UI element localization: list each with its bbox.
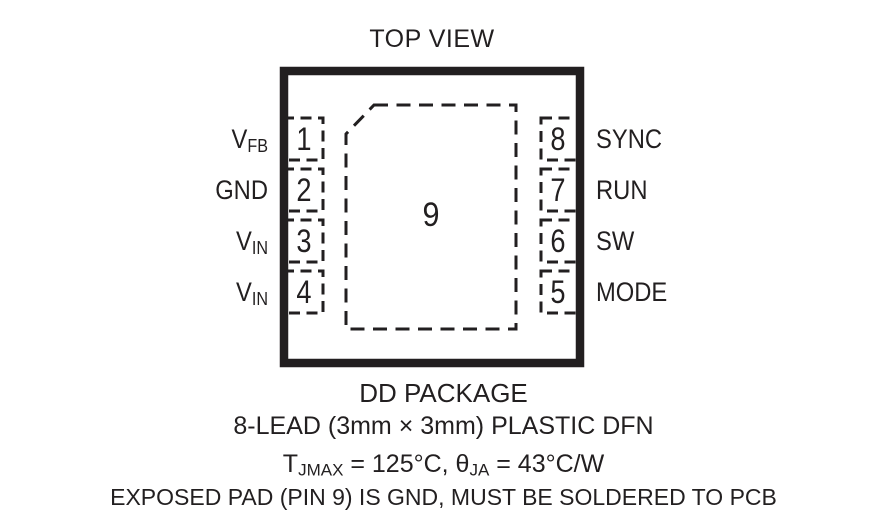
pin-2-number: 2 (296, 171, 312, 208)
package-body-outline (279, 66, 585, 368)
pin-label-vin-3-base: V (235, 226, 252, 256)
pin-label-mode: MODE (596, 271, 790, 313)
pin-label-gnd: GND (92, 169, 268, 211)
pin-label-sync: SYNC (596, 118, 790, 160)
top-view-label: TOP VIEW (369, 25, 495, 53)
tjmax-symbol: T (282, 450, 299, 478)
pin-5-number: 5 (550, 273, 566, 310)
pin-3-number: 3 (296, 222, 312, 259)
pin-1-number: 1 (296, 120, 312, 157)
pin-label-run: RUN (596, 169, 790, 211)
pin-label-vfb: VFB (92, 118, 268, 160)
pin-label-run-base: RUN (596, 175, 648, 205)
pin-label-sw-base: SW (596, 226, 635, 256)
theta-ja-subscript: JA (469, 460, 490, 480)
pin-label-vin-4-base: V (235, 277, 252, 307)
pin-label-vin-3: VIN (92, 220, 268, 262)
package-name: DD PACKAGE (359, 378, 528, 408)
pin-label-gnd-base: GND (215, 175, 268, 205)
pin-label-vin-3-sub: IN (251, 237, 268, 259)
pin-label-vfb-sub: FB (247, 135, 268, 157)
exposed-pad-note: EXPOSED PAD (PIN 9) IS GND, MUST BE SOLD… (110, 484, 777, 510)
package-description: 8-LEAD (3mm × 3mm) PLASTIC DFN (233, 412, 654, 440)
pin-4-number: 4 (296, 273, 312, 310)
exposed-pad-number: 9 (422, 195, 440, 234)
pin-label-mode-base: MODE (596, 277, 668, 307)
pin-label-vin-4: VIN (92, 271, 268, 313)
pin-label-vfb-base: V (231, 124, 248, 154)
thermal-end-text: = 43°C/W (489, 450, 605, 478)
pin-6-number: 6 (550, 222, 566, 259)
exposed-pad-outline (344, 103, 518, 331)
pin-label-sw: SW (596, 220, 790, 262)
pin-label-vin-4-sub: IN (251, 288, 268, 310)
pin-label-sync-base: SYNC (596, 124, 663, 154)
thermal-spec-line: TJMAX = 125°C, θJA = 43°C/W (0, 450, 887, 480)
thermal-mid-text: = 125°C, θ (343, 450, 470, 478)
tjmax-subscript: JMAX (298, 460, 344, 480)
pin-8-number: 8 (550, 120, 566, 157)
pin-7-number: 7 (550, 171, 566, 208)
